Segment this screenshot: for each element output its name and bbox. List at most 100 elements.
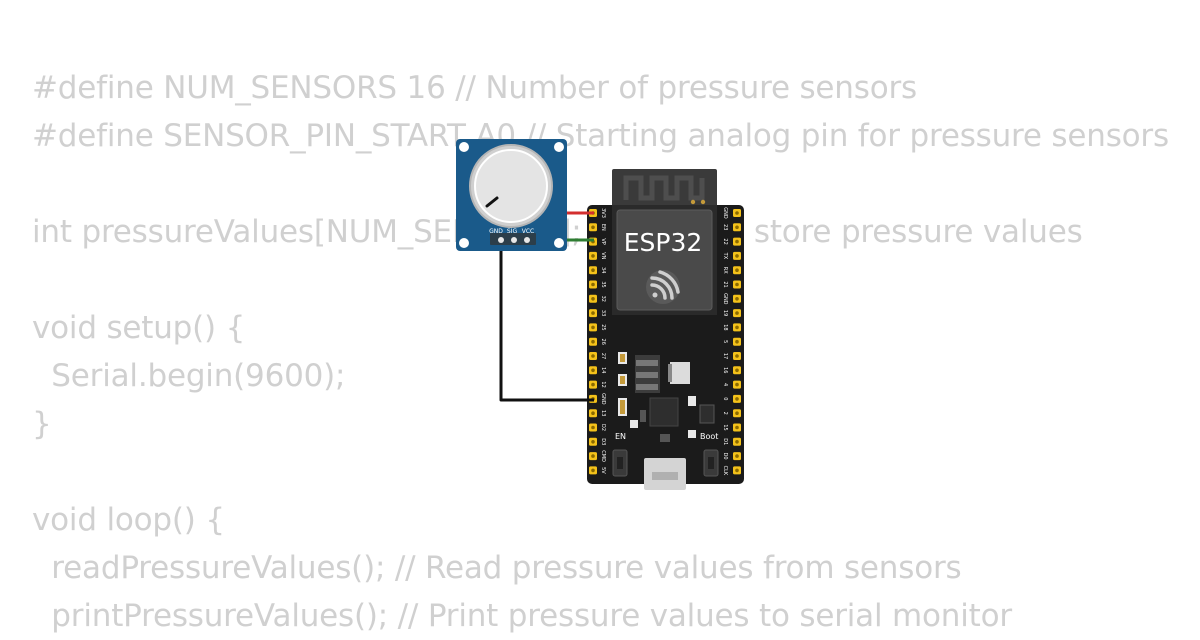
header-pin-hole [591,268,595,273]
pin-label: GND [722,293,728,305]
pin-label: 12 [600,381,606,387]
header-pin-hole [591,468,595,473]
header-pin-hole [735,411,739,416]
pin-label: 32 [600,296,606,302]
pin-label: 3V3 [600,208,606,218]
pin-label: TX [722,252,728,260]
header-pin-hole [735,297,739,301]
knob-indicator [485,196,499,208]
regulator-pad [636,372,658,378]
smd-component [630,420,638,428]
header-pin-hole [735,211,739,215]
pin-label: D3 [600,438,606,445]
header-pin-hole [735,239,739,244]
mounting-hole [554,142,564,152]
pin-label: 34 [600,267,606,273]
ldo-body [668,364,672,382]
smd-component [688,396,696,406]
pin-label: GND [722,207,728,219]
mounting-hole [459,142,469,152]
header-pin-hole [735,382,739,387]
en-label: EN [615,432,626,441]
usb-uart-chip [649,397,679,427]
header-pin-hole [591,354,595,358]
pin-label: D1 [722,438,728,445]
header-pin-hole [591,368,595,373]
code-line: printPressureValues(); // Print pressure… [32,598,1012,634]
pin-label: VN [600,252,606,259]
espressif-logo-icon [646,270,680,304]
pin-label: CMD [600,450,606,462]
left-pin-header: 3V3ENVPVN343532332526271412GND13D2D3CMD5… [589,208,606,475]
pin-label: 0 [722,397,728,400]
header-pin-hole [735,325,739,330]
code-line: void loop() { [32,502,225,538]
header-pin-hole [735,282,739,287]
pin-label: 25 [600,324,606,330]
header-pin-hole [591,297,595,301]
header-pin-hole [591,325,595,330]
code-line: void setup() { [32,310,246,346]
header-pin-hole [735,354,739,358]
smd-component [620,376,625,384]
pin-label: 5V [600,467,606,474]
header-pin-hole [591,339,595,344]
pin-label: 35 [600,281,606,287]
pin-pad [498,237,504,243]
header-pin-hole [591,454,595,458]
smd-component [699,404,715,424]
pin-label: 16 [722,367,728,373]
header-pin-hole [591,311,595,315]
potentiometer-knob[interactable] [474,149,548,223]
ground-wire[interactable] [499,240,594,402]
code-line: #define SENSOR_PIN_START A0 // Starting … [32,118,1169,154]
header-pin-hole [735,311,739,315]
code-line: } [32,406,52,442]
pin-label: D2 [600,424,606,431]
esp32-board[interactable]: ESP32 EN Boot [587,169,744,490]
pin-label: 22 [722,238,728,244]
potentiometer-module[interactable]: GND SIG VCC [456,139,567,251]
code-line: Serial.begin(9600); [32,358,346,394]
pin-label-vcc: VCC [522,228,534,235]
pin-label-gnd: GND [489,228,503,235]
pin-label: 14 [600,367,606,373]
header-pin-hole [735,425,739,430]
regulator-pad [636,384,658,390]
header-pin-hole [591,282,595,287]
header-pin-hole [591,425,595,430]
antenna-trace [623,175,705,201]
header-pin-hole [735,468,739,473]
header-pin-hole [735,368,739,373]
antenna-pad [690,199,696,205]
header-pin-hole [591,382,595,387]
pin-label-sig: SIG [507,228,518,235]
header-pin-hole [735,225,739,230]
header-pin-hole [735,254,739,258]
header-pin-hole [591,440,595,444]
mounting-hole [459,238,469,248]
smd-component [620,354,625,362]
header-pin-hole [735,454,739,458]
regulator-pad [636,360,658,366]
ldo [670,362,690,384]
header-pin-hole [735,440,739,444]
pin-pad [524,237,530,243]
pin-label: 33 [600,310,606,316]
pin-label: EN [600,224,606,231]
pin-label: 17 [722,353,728,359]
pin-label: D0 [722,453,728,460]
pin-label: 18 [722,324,728,330]
header-pin-hole [735,339,739,344]
pin-label: 27 [600,353,606,359]
smd-component [640,410,646,422]
pin-label: 19 [722,310,728,316]
pin-label: RX [722,267,728,274]
pin-label: 26 [600,339,606,345]
esp32-chip [616,209,713,311]
pin-pad [511,237,517,243]
en-button-cap [617,457,623,469]
smd-component [620,400,625,414]
